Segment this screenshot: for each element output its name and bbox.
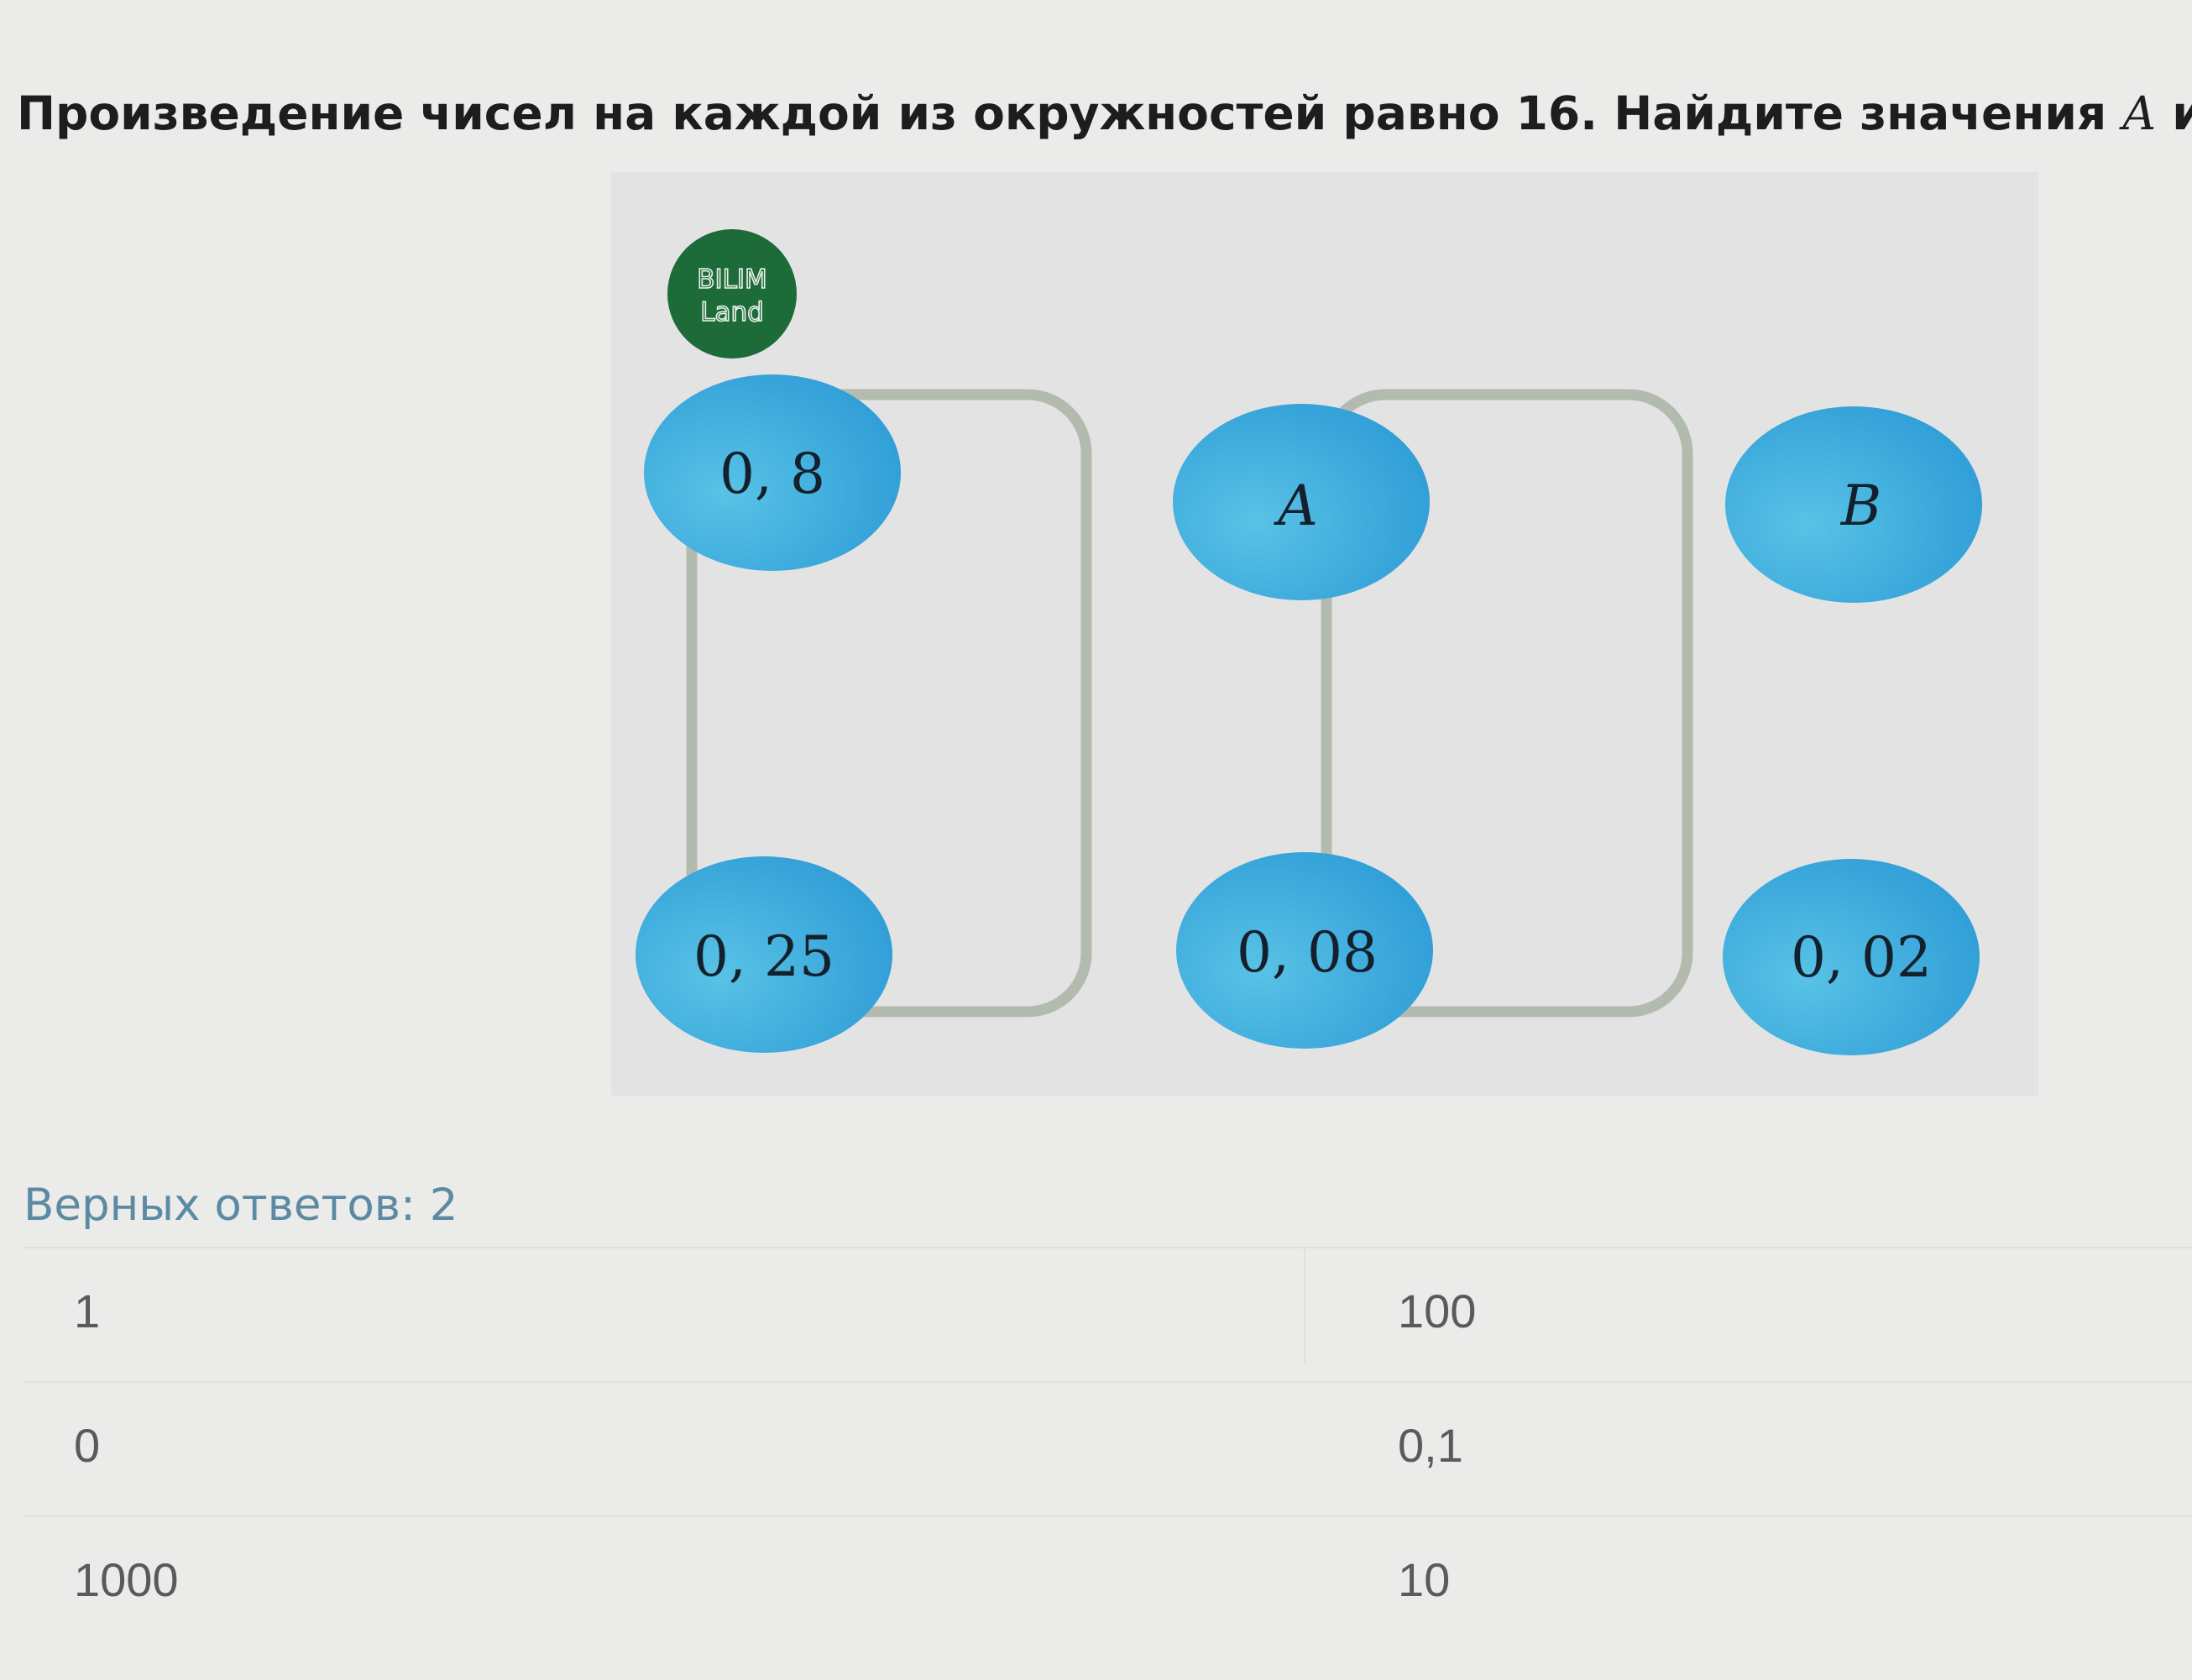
answer-option-100[interactable]: 100 bbox=[1304, 1247, 2192, 1377]
node-top-left-ellipse bbox=[644, 374, 901, 571]
answer-column-divider bbox=[1304, 1247, 1305, 1364]
node-bottom-middle-ellipse bbox=[1176, 852, 1433, 1049]
node-top-middle-ellipse bbox=[1173, 404, 1430, 600]
answer-option-10[interactable]: 10 bbox=[1304, 1515, 2192, 1646]
bilim-land-logo-line2: Land bbox=[700, 297, 764, 327]
node-top-middle-label: A bbox=[1273, 474, 1318, 538]
node-top-right-ellipse bbox=[1725, 406, 1982, 603]
node-bottom-right-label: 0, 02 bbox=[1791, 925, 1932, 990]
question-variable-a: A bbox=[2122, 86, 2157, 140]
left-circle-ring bbox=[686, 389, 1092, 1018]
circles-figure: BILIM Land 0, 8 A B 0, 25 0, 08 0, 02 bbox=[611, 172, 2038, 1096]
node-top-left: 0, 8 bbox=[644, 374, 901, 571]
right-circle-ring bbox=[1321, 389, 1693, 1018]
node-top-right-label: B bbox=[1840, 474, 1882, 538]
node-bottom-right: 0, 02 bbox=[1723, 859, 1980, 1055]
node-bottom-middle-label: 0, 08 bbox=[1237, 920, 1378, 985]
question-conjunction: и bbox=[2172, 86, 2192, 140]
bilim-land-logo-circle bbox=[667, 229, 797, 359]
bilim-land-logo: BILIM Land bbox=[667, 229, 797, 359]
node-bottom-left: 0, 25 bbox=[636, 856, 892, 1053]
node-bottom-left-label: 0, 25 bbox=[693, 924, 834, 989]
node-top-middle: A bbox=[1173, 404, 1430, 600]
correct-answers-count: Верных ответов: 2 bbox=[24, 1180, 458, 1231]
circles-diagram: BILIM Land 0, 8 A B 0, 25 0, 08 0, 02 bbox=[636, 229, 1982, 1055]
node-top-right: B bbox=[1725, 406, 1982, 603]
node-bottom-middle: 0, 08 bbox=[1176, 852, 1433, 1049]
node-bottom-right-ellipse bbox=[1723, 859, 1980, 1055]
question-text: Произведение чисел на каждой из окружнос… bbox=[17, 80, 2192, 147]
question-main-text: Произведение чисел на каждой из окружнос… bbox=[17, 86, 2107, 140]
answer-option-0[interactable]: 0 bbox=[24, 1381, 1304, 1511]
bilim-land-logo-line1: BILIM bbox=[697, 264, 767, 295]
answer-option-1000[interactable]: 1000 bbox=[24, 1515, 1304, 1646]
answer-option-0-1[interactable]: 0,1 bbox=[1304, 1381, 2192, 1511]
node-top-left-label: 0, 8 bbox=[719, 442, 825, 506]
node-bottom-left-ellipse bbox=[636, 856, 892, 1053]
answer-option-1[interactable]: 1 bbox=[24, 1247, 1304, 1377]
